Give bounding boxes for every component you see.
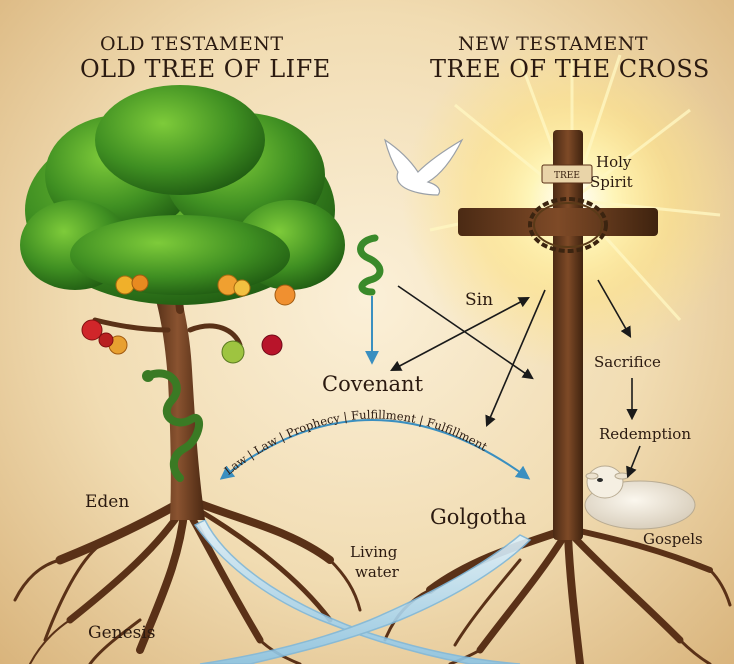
living-water-label-1: Living [350, 543, 398, 561]
lamb-icon [584, 465, 696, 530]
covenant-label: Covenant [322, 372, 424, 396]
arc-word: Fulfillment [422, 414, 491, 454]
holy-spirit-label-2: Spirit [590, 173, 633, 191]
living-water-streams [193, 518, 532, 664]
gospels-label: Gospels [643, 530, 703, 548]
sin-label: Sin [465, 290, 494, 310]
redemption-to-lamb-arrow [626, 445, 641, 479]
holy-spirit-label-1: Holy [596, 153, 632, 171]
left-heading-line2: OLD TREE OF LIFE [80, 55, 331, 83]
cross-sign-text: TREE [554, 171, 580, 181]
cross-tree: TREE [458, 130, 658, 540]
left-heading-line1: OLD TESTAMENT [100, 33, 284, 55]
sacrifice-label: Sacrifice [594, 353, 661, 371]
right-heading-line1: NEW TESTAMENT [458, 33, 649, 55]
dove-icon [384, 138, 464, 196]
diagram-arrows [219, 279, 641, 480]
arc-separator: | [339, 409, 349, 424]
golgotha-label: Golgotha [430, 505, 527, 529]
arc-word: Fulfillment [346, 407, 417, 426]
redemption-label: Redemption [599, 425, 691, 443]
cross-to-sacrifice-arrow [597, 279, 632, 338]
genesis-label: Genesis [88, 623, 156, 643]
sin-covenant-arrow [390, 296, 530, 372]
testament-arc-arrow [219, 419, 531, 480]
arc-words: Law | Law | Prophecy | Fulfillment | Ful… [222, 407, 491, 477]
left-roots [13, 495, 362, 664]
tree-of-life [20, 85, 345, 520]
cross-to-golgotha-arrow [485, 289, 546, 428]
arc-word: Prophecy [280, 411, 341, 443]
serpent-icon [357, 234, 384, 296]
right-heading-line2: TREE OF THE CROSS [430, 55, 710, 83]
living-water-label-2: water [355, 563, 399, 581]
tree-canopy [20, 85, 345, 305]
serpent-on-tree [146, 369, 204, 482]
eden-label: Eden [85, 492, 130, 512]
tree-fruits [81, 274, 296, 364]
arc-separator: | [414, 412, 425, 428]
